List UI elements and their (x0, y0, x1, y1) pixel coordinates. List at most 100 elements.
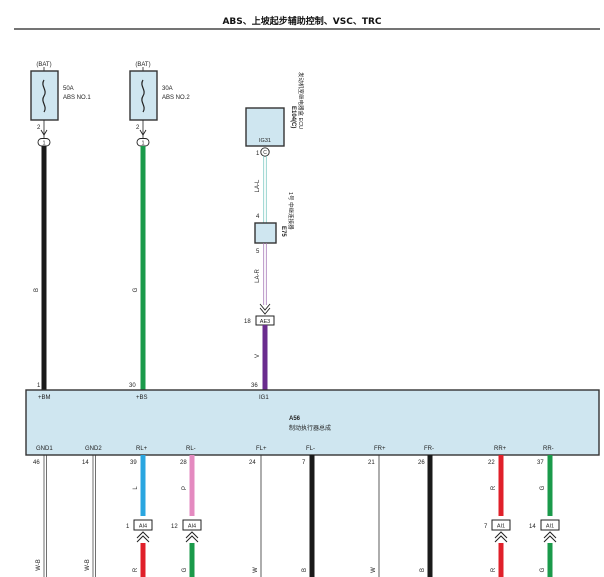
connector-ai4 (133, 519, 153, 531)
junction-pin-bottom: 5 (256, 249, 260, 255)
connector-ai1 (540, 519, 560, 531)
bottom-terminal-name: FR- (424, 446, 434, 452)
fuse-icon (42, 79, 46, 113)
chevron-up-icon (185, 535, 199, 543)
wire-code: B (34, 288, 40, 292)
bottom-terminal-pin: 7 (302, 460, 306, 466)
bottom-terminal-pin: 22 (488, 460, 495, 466)
bottom-terminal-name: RR+ (494, 446, 507, 452)
chevron-down-icon (259, 303, 271, 311)
connector-circle (260, 147, 270, 157)
fuse-rating: 50A (63, 86, 74, 92)
fuse-rating: 30A (162, 86, 173, 92)
wire-code: R (491, 567, 497, 572)
wire-code: G (182, 567, 188, 572)
bottom-terminal-pin: 46 (33, 460, 40, 466)
actuator-desc: 制动执行器总成 (289, 424, 331, 432)
wire-label-lower: LA-R (255, 268, 261, 282)
bottom-terminal-pin: 39 (130, 460, 137, 466)
chevron-down-icon (40, 129, 48, 136)
connector-ai1 (491, 519, 511, 531)
fuse-source: (BAT) (135, 62, 150, 68)
wire-code: B (420, 568, 426, 572)
fuse-pin: 2 (136, 125, 140, 131)
bottom-terminal-name: FL+ (256, 446, 267, 452)
ae3-pin: 18 (244, 319, 251, 325)
wire-code: L (133, 486, 139, 490)
top-terminal-name: +BM (38, 395, 51, 401)
bottom-terminal-pin: 21 (368, 460, 375, 466)
ae3-label: AE3 (260, 319, 270, 325)
connector-ae3: 18 AE3 (244, 315, 275, 326)
wire-code: G (133, 287, 139, 292)
ecu-e104: IG31 E104(C) 发动机室继电器盒 ECU 1 C (245, 72, 305, 157)
bottom-terminal-name: FL- (306, 446, 315, 452)
ecu-pin-connector: C (263, 150, 267, 156)
bottom-terminal-pin: 24 (249, 460, 256, 466)
ecu-box (245, 107, 285, 147)
bottom-terminal-name: GND2 (85, 446, 102, 452)
fuse-name: ABS NO.1 (63, 95, 91, 101)
wire-code: W-B (85, 559, 91, 571)
fuse-abs-no1: (BAT) 50A ABS NO.1 2 1 (30, 62, 91, 147)
fuse-abs-no2: (BAT) 30A ABS NO.2 2 1 (129, 62, 190, 147)
wire-code: G (540, 485, 546, 490)
bottom-terminal-name: FR+ (374, 446, 386, 452)
conn-label: AI4 (139, 524, 147, 530)
fuse-pin: 2 (37, 125, 41, 131)
junction-box (254, 222, 277, 244)
conn-pin: 14 (529, 524, 536, 530)
chevron-up-icon (494, 531, 508, 539)
fuse-source: (BAT) (36, 62, 51, 68)
top-terminal-pin: 30 (129, 383, 136, 389)
wire-code: G (540, 567, 546, 572)
conn-label: AI1 (497, 524, 505, 530)
fuse-name: ABS NO.2 (162, 95, 190, 101)
top-terminal-pin: 36 (251, 383, 258, 389)
bottom-terminal-name: RL- (186, 446, 196, 452)
chevron-up-icon (543, 531, 557, 539)
wire-code: W-B (36, 559, 42, 571)
chevron-up-icon (185, 531, 199, 539)
ecu-connector-id: E104(C) (290, 106, 296, 128)
top-terminal-pin: 1 (37, 383, 41, 389)
ecu-desc: 发动机室继电器盒 ECU (297, 72, 305, 129)
chevron-up-icon (136, 531, 150, 539)
chevron-up-icon (494, 535, 508, 543)
bottom-terminal-pin: 28 (180, 460, 187, 466)
ecu-pin: 1 (256, 151, 260, 157)
connector-ai4 (182, 519, 202, 531)
junction-desc: 1号 中继连接器 (287, 192, 295, 230)
conn-pin: 7 (484, 524, 488, 530)
top-terminal-name: IG1 (259, 395, 269, 401)
bottom-terminal-pin: 37 (537, 460, 544, 466)
conn-pin: 1 (126, 524, 130, 530)
chevron-up-icon (136, 535, 150, 543)
actuator-box (25, 389, 600, 456)
wire-label-upper: LA-L (255, 179, 261, 192)
top-terminal-name: +BS (136, 395, 148, 401)
chevron-down-icon (139, 129, 147, 136)
page-title: ABS、上坡起步辅助控制、VSC、TRC (222, 15, 381, 27)
connector-pin: 1 (42, 141, 45, 147)
conn-label: AI1 (546, 524, 554, 530)
junction-pin-top: 4 (256, 214, 260, 220)
wire-label-main: V (255, 354, 261, 358)
junction-e75: 4 E75 1号 中继连接器 5 (254, 192, 295, 255)
bottom-terminal-name: RR- (543, 446, 554, 452)
junction-connector-id: E75 (280, 226, 286, 237)
wire-code: R (491, 485, 497, 490)
connector-pin: 1 (141, 141, 144, 147)
wire-code: R (133, 567, 139, 572)
wire-code: W (371, 567, 377, 573)
bottom-terminal-name: GND1 (36, 446, 53, 452)
bottom-terminal-name: RL+ (136, 446, 148, 452)
ecu-terminal: IG31 (259, 138, 271, 144)
wire-code: B (302, 568, 308, 572)
chevron-down-icon (259, 307, 271, 315)
bottom-terminal-pin: 26 (418, 460, 425, 466)
chevron-up-icon (543, 535, 557, 543)
wire-code: P (182, 486, 188, 490)
conn-label: AI4 (188, 524, 196, 530)
